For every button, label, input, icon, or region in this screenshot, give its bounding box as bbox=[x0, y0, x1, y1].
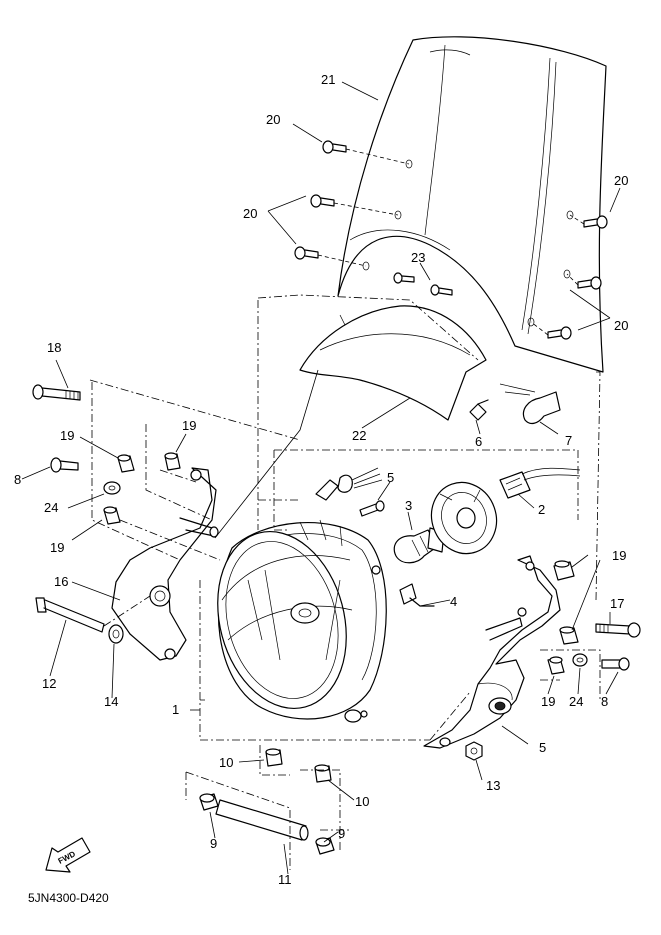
callout-5: 5 bbox=[387, 470, 394, 485]
collar-19-a bbox=[117, 454, 135, 473]
callout-14: 14 bbox=[104, 694, 118, 709]
collar-19-b bbox=[164, 452, 181, 471]
callout-20: 20 bbox=[614, 173, 628, 188]
bolt-20-c bbox=[294, 246, 319, 260]
windshield-bolts bbox=[294, 140, 608, 340]
leader-lines bbox=[21, 81, 621, 875]
right-bracket bbox=[423, 555, 561, 749]
callout-20: 20 bbox=[614, 318, 628, 333]
washer-14 bbox=[108, 624, 124, 644]
callout-12: 12 bbox=[42, 676, 56, 691]
bolt-17 bbox=[595, 622, 641, 638]
washer-24-left bbox=[103, 481, 121, 495]
diagram-code: 5JN4300-D420 bbox=[28, 891, 109, 905]
callout-9: 9 bbox=[210, 836, 217, 851]
callout-19: 19 bbox=[612, 548, 626, 563]
collar-10-left bbox=[265, 748, 283, 767]
bolts-23 bbox=[393, 272, 453, 296]
callout-3: 3 bbox=[405, 498, 412, 513]
callout-11: 11 bbox=[278, 872, 292, 887]
shaft-11 bbox=[215, 799, 309, 841]
screw-5-socket bbox=[359, 500, 385, 517]
callout-10: 10 bbox=[219, 755, 233, 770]
inner-cowl bbox=[257, 294, 487, 421]
windshield bbox=[337, 36, 607, 373]
callout-5: 5 bbox=[539, 740, 546, 755]
callout-20: 20 bbox=[243, 206, 257, 221]
callout-17: 17 bbox=[610, 596, 624, 611]
collar-19-d bbox=[553, 560, 575, 581]
bolt-8-right bbox=[601, 657, 630, 671]
callout-16: 16 bbox=[54, 574, 68, 589]
collar-9-left bbox=[199, 793, 219, 811]
bolt-8-left bbox=[50, 457, 79, 473]
bulb-cover bbox=[430, 481, 498, 555]
callout-1: 1 bbox=[172, 702, 179, 717]
collar-9-right bbox=[315, 837, 335, 855]
left-bracket bbox=[111, 467, 219, 661]
bolt-20-a bbox=[322, 140, 347, 154]
callout-4: 4 bbox=[450, 594, 457, 609]
washer-24-right bbox=[572, 653, 588, 667]
nut-13 bbox=[465, 741, 483, 761]
collar-19-f bbox=[547, 656, 565, 675]
bulb-7 bbox=[499, 383, 561, 425]
callout-22: 22 bbox=[352, 428, 366, 443]
callout-2: 2 bbox=[538, 502, 545, 517]
collar-19-c bbox=[103, 506, 121, 525]
callout-6: 6 bbox=[475, 434, 482, 449]
connector-2 bbox=[499, 467, 581, 499]
callout-24: 24 bbox=[44, 500, 58, 515]
position-bulb-socket bbox=[315, 467, 383, 501]
callout-21: 21 bbox=[321, 72, 335, 87]
callout-18: 18 bbox=[47, 340, 61, 355]
callout-13: 13 bbox=[486, 778, 500, 793]
callout-9: 9 bbox=[338, 826, 345, 841]
callout-labels: 21 20 20 20 20 23 22 6 7 5 3 2 4 5 13 19… bbox=[14, 72, 628, 887]
callout-20: 20 bbox=[266, 112, 280, 127]
callout-24: 24 bbox=[569, 694, 583, 709]
collar-19-e bbox=[559, 626, 579, 645]
bulb-6 bbox=[469, 399, 489, 421]
callout-10: 10 bbox=[355, 794, 369, 809]
collar-10-right bbox=[314, 764, 332, 783]
bolt-12 bbox=[35, 597, 105, 633]
bolt-20-b bbox=[310, 194, 335, 208]
bolt-18 bbox=[32, 384, 81, 401]
callout-19: 19 bbox=[50, 540, 64, 555]
headlight-assembly bbox=[217, 519, 387, 723]
callout-8: 8 bbox=[14, 472, 21, 487]
callout-19: 19 bbox=[541, 694, 555, 709]
callout-23: 23 bbox=[411, 250, 425, 265]
callout-7: 7 bbox=[565, 433, 572, 448]
fwd-arrow-icon: FWD bbox=[45, 837, 91, 873]
callout-8: 8 bbox=[601, 694, 608, 709]
callout-19: 19 bbox=[60, 428, 74, 443]
callout-19: 19 bbox=[182, 418, 196, 433]
clip-4 bbox=[399, 583, 435, 607]
